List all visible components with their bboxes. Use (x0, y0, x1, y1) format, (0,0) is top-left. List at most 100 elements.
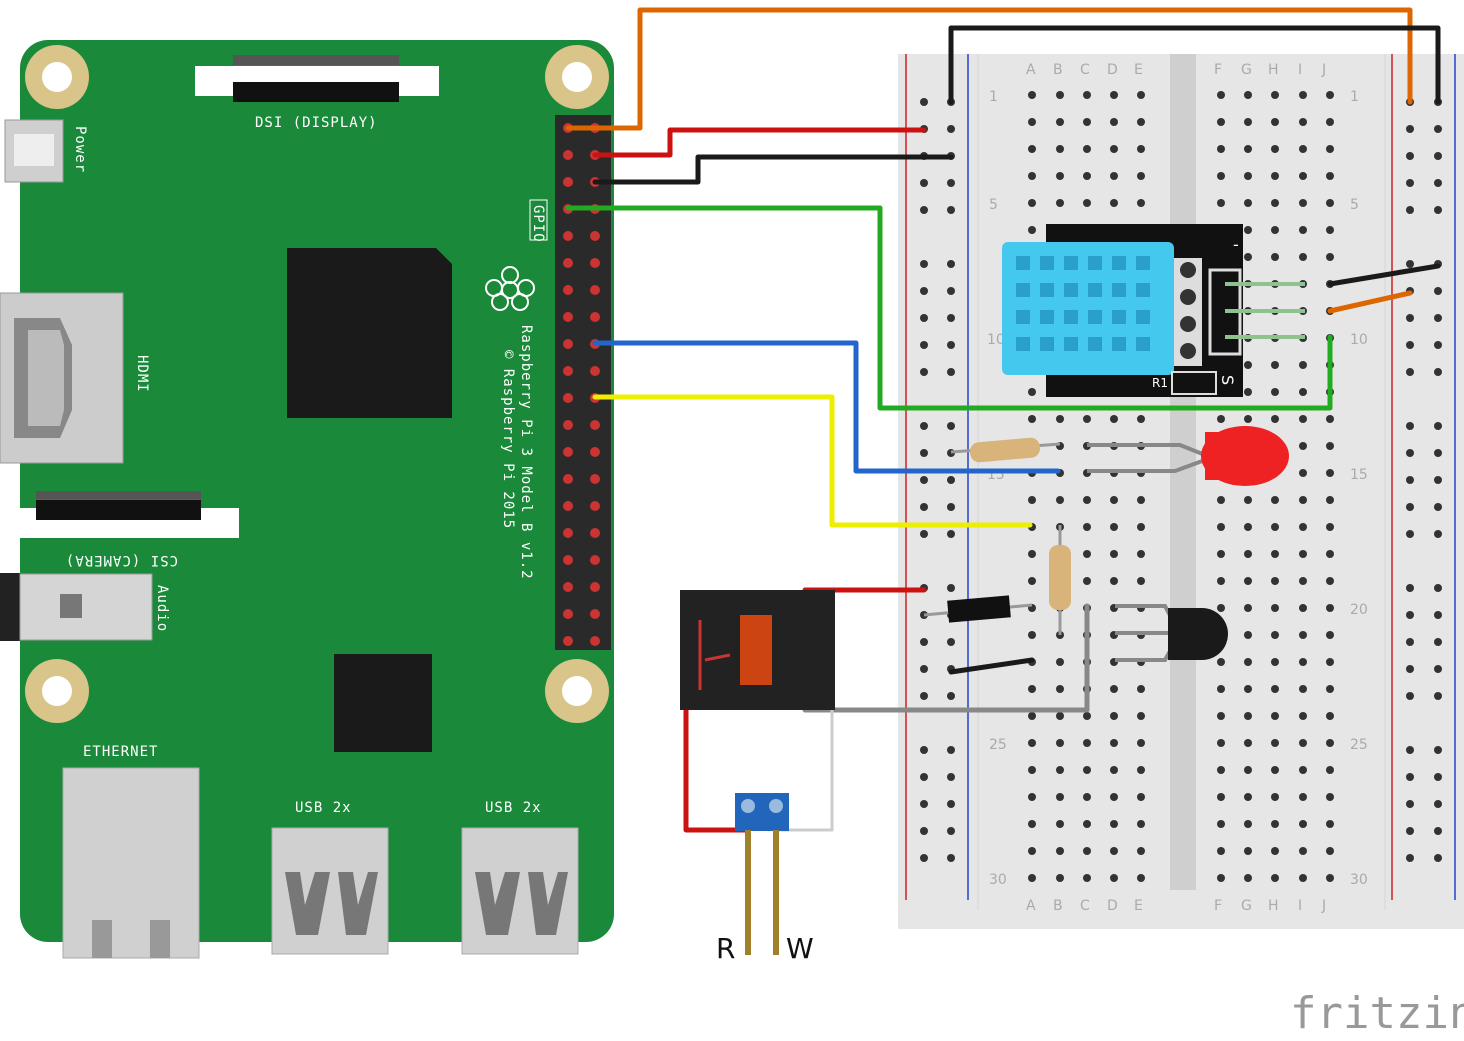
power-rail-hole (1434, 287, 1442, 295)
power-rail-hole (1406, 368, 1414, 376)
breadboard-hole (1326, 199, 1334, 207)
gpio-pin (563, 528, 573, 538)
breadboard-hole (1110, 793, 1118, 801)
breadboard-hole (1299, 172, 1307, 180)
power-rail-hole (1434, 638, 1442, 646)
breadboard-hole (1083, 847, 1091, 855)
breadboard-hole (1326, 118, 1334, 126)
breadboard-hole (1271, 361, 1279, 369)
breadboard-hole (1326, 145, 1334, 153)
breadboard-hole (1028, 766, 1036, 774)
gpio-pin (590, 420, 600, 430)
breadboard-hole (1028, 415, 1036, 423)
breadboard-hole (1326, 658, 1334, 666)
red-led (1087, 426, 1289, 486)
sensor-vent (1088, 283, 1102, 297)
breadboard-hole (1299, 739, 1307, 747)
sensor-vent (1112, 283, 1126, 297)
power-rail-hole (947, 179, 955, 187)
gpio-pin (563, 447, 573, 457)
breadboard-hole (1326, 577, 1334, 585)
breadboard-hole (1083, 550, 1091, 558)
gpio-pin (590, 582, 600, 592)
breadboard-hole (1028, 388, 1036, 396)
breadboard-hole (1110, 577, 1118, 585)
power-port (4, 119, 64, 183)
power-rail-hole (947, 503, 955, 511)
breadboard-hole (1326, 685, 1334, 693)
power-rail-hole (1434, 800, 1442, 808)
breadboard-hole (1244, 118, 1252, 126)
breadboard-hole (1110, 172, 1118, 180)
breadboard-hole (1217, 415, 1225, 423)
power-rail-hole (1434, 341, 1442, 349)
breadboard-hole (1326, 847, 1334, 855)
breadboard-hole (1326, 631, 1334, 639)
gpio-pin (563, 339, 573, 349)
breadboard-hole (1110, 118, 1118, 126)
col-letter-a-bottom: A (1026, 898, 1036, 914)
power-rail-hole (947, 314, 955, 322)
breadboard-hole (1217, 91, 1225, 99)
gpio-pin (563, 393, 573, 403)
breadboard-hole (1271, 226, 1279, 234)
power-rail-hole (1406, 611, 1414, 619)
gpio-pin (590, 474, 600, 484)
breadboard-hole (1299, 766, 1307, 774)
power-rail-hole (947, 125, 955, 133)
breadboard-hole (1028, 847, 1036, 855)
power-rail-hole (1406, 314, 1414, 322)
sensor-vent (1064, 283, 1078, 297)
csi-label: CSI (CAMERA) (65, 552, 178, 568)
breadboard-hole (1244, 847, 1252, 855)
wire-blue-led (592, 340, 1061, 474)
breadboard-hole (1056, 658, 1064, 666)
breadboard-hole (1299, 199, 1307, 207)
breadboard-hole (1244, 712, 1252, 720)
col-letter-d-bottom: D (1107, 898, 1118, 914)
breadboard-hole (1083, 91, 1091, 99)
breadboard-hole (1271, 172, 1279, 180)
col-letter-b: B (1053, 62, 1063, 78)
power-rail-hole (1406, 827, 1414, 835)
breadboard-hole (1028, 91, 1036, 99)
terminal-right-label: W (786, 932, 814, 965)
breadboard-hole (1271, 118, 1279, 126)
breadboard-hole (1137, 766, 1145, 774)
breadboard-hole (1110, 415, 1118, 423)
dsi-label: DSI (DISPLAY) (255, 115, 378, 131)
breadboard-hole (1137, 118, 1145, 126)
power-rail-hole (1434, 314, 1442, 322)
breadboard-hole (1137, 199, 1145, 207)
gpio-pin (563, 555, 573, 565)
power-rail-hole (1434, 503, 1442, 511)
breadboard-hole (1299, 91, 1307, 99)
power-rail-hole (947, 476, 955, 484)
breadboard-hole (1244, 739, 1252, 747)
row-number-30: 30 (989, 872, 1007, 888)
row-number-1: 1 (989, 89, 998, 105)
power-rail-hole (920, 422, 928, 430)
col-letter-e-bottom: E (1134, 898, 1143, 914)
gpio-pin (590, 231, 600, 241)
power-rail-hole (1434, 206, 1442, 214)
gpio-pin (563, 636, 573, 646)
col-letter-g: G (1241, 62, 1252, 78)
breadboard-hole (1299, 847, 1307, 855)
breadboard-hole (1028, 577, 1036, 585)
breadboard-hole (1110, 712, 1118, 720)
power-rail-hole (1434, 665, 1442, 673)
power-rail-hole (1434, 422, 1442, 430)
row-number-15-right: 15 (1350, 467, 1368, 483)
model-label: Raspberry Pi 3 Model B v1.2 (518, 325, 534, 580)
breadboard-hole (1244, 388, 1252, 396)
sensor-vent (1040, 256, 1054, 270)
breadboard-hole (1028, 739, 1036, 747)
breadboard-hole (1028, 712, 1036, 720)
breadboard-hole (1271, 91, 1279, 99)
transistor (1115, 604, 1228, 662)
ethernet-port (62, 767, 200, 959)
breadboard-hole (1326, 766, 1334, 774)
sensor-grid (1016, 256, 1150, 351)
power-rail-hole (947, 341, 955, 349)
